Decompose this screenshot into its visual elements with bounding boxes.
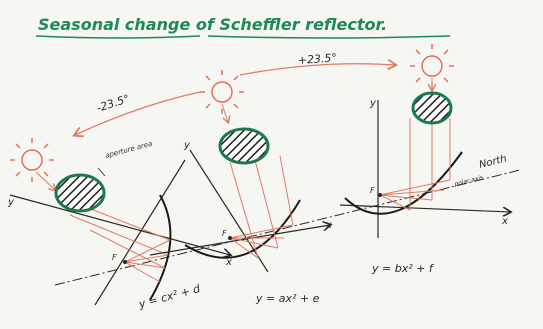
winter-focus-label: F — [112, 253, 117, 262]
north-label: North — [478, 153, 508, 170]
summer-focus-label: F — [370, 186, 375, 195]
winter-parabola — [149, 194, 172, 301]
equinox-x-label: x — [325, 220, 332, 231]
diagram-title: Seasonal change of Scheffler reflector. — [38, 15, 387, 34]
equinox-aperture-disc — [218, 127, 270, 165]
winter-equation: y = cx² + d — [136, 282, 202, 311]
summer-x-axis — [339, 204, 510, 212]
summer-equation: y = bx² + f — [371, 262, 435, 275]
winter-rays — [35, 171, 171, 283]
title-underline-2 — [207, 35, 451, 39]
winter-sun-icon — [10, 138, 54, 182]
summer-focus-point — [378, 193, 382, 197]
summer-x-label: x — [501, 216, 508, 227]
winter-x-label: x — [225, 257, 232, 268]
equinox-sun-icon — [200, 70, 244, 114]
equinox-focus-label: F — [222, 229, 227, 238]
winter-y-label: y — [7, 197, 15, 208]
equinox-parabola — [184, 199, 301, 259]
equinox-y-axis — [189, 149, 269, 273]
equinox-reflector: y x F y = ax² + e — [149, 103, 332, 305]
winter-y-axis — [94, 159, 186, 306]
summer-angle-label: +23.5° — [297, 51, 337, 67]
aperture-pointer — [97, 167, 106, 177]
winter-focus-point — [123, 260, 127, 264]
polar-axis-line — [54, 169, 521, 286]
summer-aperture-disc — [411, 91, 453, 125]
equinox-focus-point — [228, 236, 232, 240]
summer-parabola — [344, 151, 463, 215]
winter-x-axis — [9, 194, 230, 255]
summer-shift-arrow — [239, 64, 395, 76]
equinox-equation: y = ax² + e — [255, 292, 320, 305]
summer-rays — [379, 78, 451, 211]
winter-aperture-disc — [54, 173, 106, 213]
winter-shift-arrow — [75, 91, 201, 135]
summer-reflector: y x F y = bx² + f — [339, 78, 510, 275]
summer-y-label: y — [369, 98, 377, 109]
polar-axis-label: polar axis — [453, 174, 484, 188]
summer-sun-icon — [410, 44, 454, 88]
aperture-label: aperture area — [104, 140, 153, 160]
winter-angle-label: -23.5° — [95, 92, 131, 115]
equinox-y-label: y — [183, 140, 191, 151]
title-underline-1 — [35, 35, 201, 39]
equinox-rays — [221, 103, 294, 259]
